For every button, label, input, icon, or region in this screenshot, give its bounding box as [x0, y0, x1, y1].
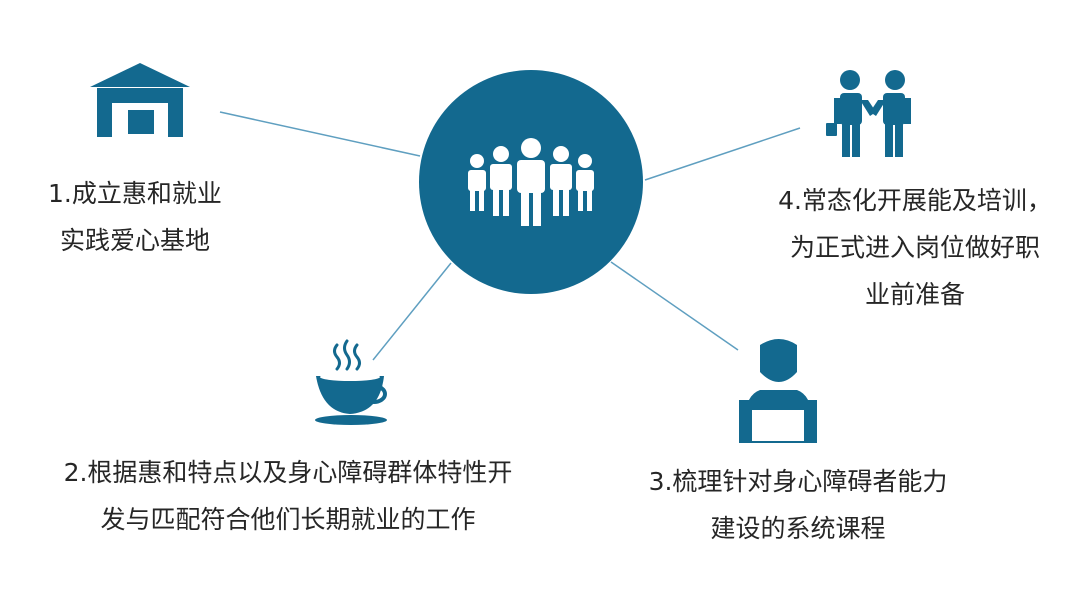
item4-line: 4.常态化开展能及培训， [778, 186, 1052, 215]
group-of-people-icon [468, 138, 594, 226]
connector-line-item1 [219, 111, 421, 157]
item3-text: 3.梳理针对身心障碍者能力 建设的系统课程 [628, 458, 968, 552]
warehouse-icon [90, 63, 190, 137]
item1-line: 1.成立惠和就业 [48, 179, 222, 208]
person-at-laptop-icon [739, 339, 817, 443]
item3-line: 3.梳理针对身心障碍者能力 [648, 467, 948, 496]
item2-line: 2.根据惠和特点以及身心障碍群体特性开 [63, 458, 513, 487]
item1-text: 1.成立惠和就业 实践爱心基地 [48, 170, 222, 264]
connector-line-item3 [610, 261, 739, 351]
item1-line: 实践爱心基地 [60, 226, 211, 255]
item3-line: 建设的系统课程 [710, 514, 886, 543]
business-handshake-icon [826, 70, 911, 157]
connector-line-item4 [644, 127, 801, 181]
item4-text: 4.常态化开展能及培训， 为正式进入岗位做好职 业前准备 [770, 177, 1060, 318]
item4-line: 为正式进入岗位做好职 [789, 233, 1040, 262]
item2-text: 2.根据惠和特点以及身心障碍群体特性开 发与匹配符合他们长期就业的工作 [48, 449, 528, 543]
coffee-cup-icon [315, 339, 387, 425]
connector-line-item2 [372, 262, 452, 361]
item2-line: 发与匹配符合他们长期就业的工作 [100, 505, 476, 534]
item4-line: 业前准备 [864, 280, 965, 309]
